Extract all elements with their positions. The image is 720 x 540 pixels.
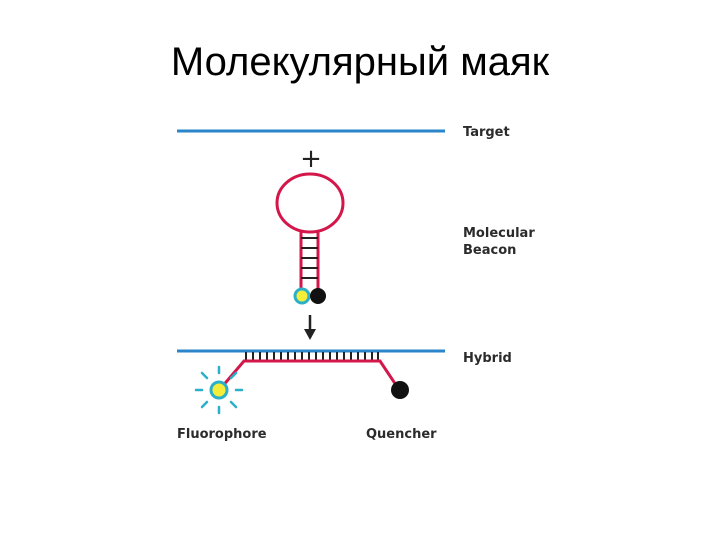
slide-title: Молекулярный маяк — [170, 40, 550, 84]
beacon-loop — [275, 172, 345, 234]
hybrid-base-pairs — [245, 352, 379, 360]
glowing-fluorophore-icon — [194, 365, 244, 415]
hybrid-beacon-strand — [219, 359, 400, 389]
label-molecular: Molecular — [463, 226, 535, 241]
hybrid-quencher — [391, 381, 409, 399]
label-beacon: Beacon — [463, 243, 517, 258]
reaction-arrow-down-icon — [304, 315, 316, 340]
beacon-quencher — [310, 288, 326, 304]
label-quencher: Quencher — [366, 427, 437, 442]
label-fluorophore: Fluorophore — [177, 427, 267, 442]
stem-base-pairs — [301, 237, 318, 279]
label-target: Target — [463, 125, 510, 140]
beacon-fluorophore — [293, 287, 311, 305]
plus-sign: + — [300, 144, 322, 174]
label-hybrid: Hybrid — [463, 351, 512, 366]
